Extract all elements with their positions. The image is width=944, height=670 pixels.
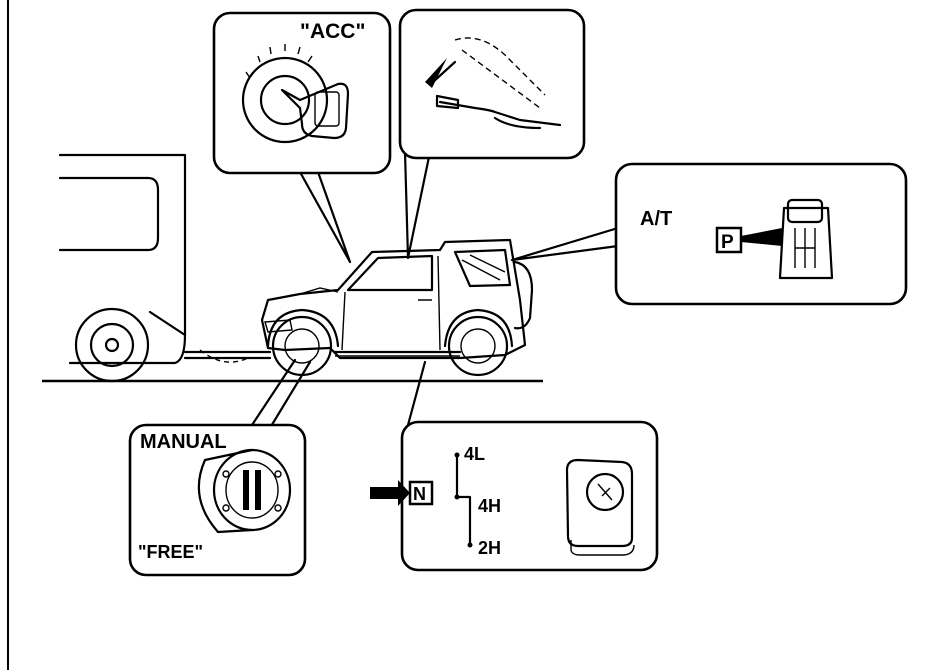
transfer-2h-label: 2H — [478, 538, 501, 558]
towed-vehicle — [262, 240, 532, 375]
transmission-label: A/T — [640, 208, 672, 230]
transfer-4h-label: 4H — [478, 496, 501, 516]
callout-manual-hub: MANUAL "FREE" — [130, 360, 310, 575]
transfer-neutral-label: N — [413, 484, 426, 504]
transfer-4l-label: 4L — [464, 444, 485, 464]
hub-type-label: MANUAL — [140, 431, 227, 453]
callout-automatic-transmission: A/T P — [512, 164, 906, 304]
ignition-position-label: "ACC" — [300, 20, 365, 43]
callout-transfer-case: N 4L 4H 2H — [370, 362, 657, 570]
hub-position-label: "FREE" — [138, 542, 203, 562]
park-gear-label: P — [721, 232, 734, 253]
tow-truck — [60, 155, 270, 381]
callout-parking-brake — [400, 10, 584, 258]
callout-ignition: "ACC" — [214, 13, 390, 262]
